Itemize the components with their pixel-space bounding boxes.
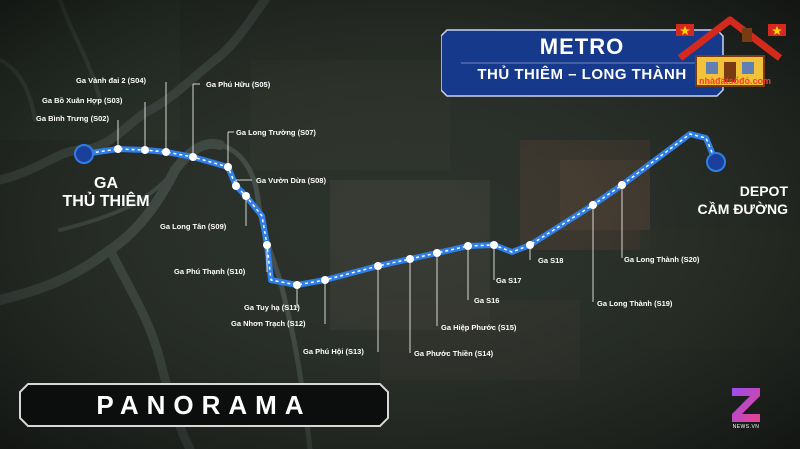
station-marker-s03[interactable] — [141, 146, 149, 154]
station-marker-s19[interactable] — [589, 201, 597, 209]
station-marker-s12[interactable] — [321, 276, 329, 284]
station-marker-s08[interactable] — [232, 182, 240, 190]
station-marker-s18[interactable] — [526, 241, 534, 249]
terminal-thu-thiem-line1: GA — [94, 175, 118, 192]
station-label-s13: Ga Phú Hội (S13) — [303, 347, 364, 356]
title-banner: METRO THỦ THIÊM – LONG THÀNH — [441, 28, 741, 98]
station-label-s04: Ga Vành đai 2 (S04) — [76, 76, 147, 85]
station-marker-s02[interactable] — [114, 145, 122, 153]
station-label-s20: Ga Long Thành (S20) — [624, 255, 700, 264]
title-metro: METRO — [539, 34, 625, 59]
station-label-s05: Ga Phú Hữu (S05) — [206, 80, 271, 89]
station-label-s03: Ga Bồ Xuân Hợp (S03) — [42, 96, 123, 105]
terminal-depot-label: DEPOT CẦM ĐƯỜNG — [650, 182, 788, 218]
station-label-s12: Ga Nhơn Trạch (S12) — [231, 319, 306, 328]
station-label-s19: Ga Long Thành (S19) — [597, 299, 673, 308]
panorama-badge: PANORAMA — [18, 382, 390, 428]
terminal-thu-thiem-line2: THỦ THIÊM — [62, 193, 150, 210]
znews-logo — [732, 388, 760, 422]
station-label-s02: Ga Bình Trưng (S02) — [36, 114, 109, 123]
terminal-depot-marker[interactable] — [706, 152, 726, 172]
station-marker-s09[interactable] — [242, 192, 250, 200]
station-marker-s20[interactable] — [618, 181, 626, 189]
station-marker-s11[interactable] — [293, 281, 301, 289]
station-marker-s16[interactable] — [464, 242, 472, 250]
station-marker-s10[interactable] — [263, 241, 271, 249]
station-marker-s07[interactable] — [224, 163, 232, 171]
station-marker-s05[interactable] — [189, 153, 197, 161]
station-label-s14: Ga Phước Thiền (S14) — [414, 349, 494, 358]
station-label-s11: Ga Tuy hạ (S11) — [244, 303, 300, 312]
station-marker-s15[interactable] — [433, 249, 441, 257]
house-watermark-logo — [676, 16, 786, 87]
panorama-badge-frame — [19, 383, 389, 427]
station-label-s10: Ga Phú Thạnh (S10) — [174, 267, 246, 276]
znews-wordmark: NEWS.VN — [732, 424, 760, 430]
station-marker-s13[interactable] — [374, 262, 382, 270]
terminal-thu-thiem-label: GA THỦ THIÊM — [36, 175, 176, 211]
station-label-s18: Ga S18 — [538, 256, 563, 265]
station-label-s16: Ga S16 — [474, 296, 499, 305]
station-marker-s17[interactable] — [490, 241, 498, 249]
panorama-wordmark: PANORAMA — [96, 390, 312, 420]
station-label-s15: Ga Hiệp Phước (S15) — [441, 323, 517, 332]
station-label-s07: Ga Long Trường (S07) — [236, 128, 316, 137]
station-marker-s04[interactable] — [162, 148, 170, 156]
station-label-s17: Ga S17 — [496, 276, 521, 285]
terminal-depot-line2: CẦM ĐƯỜNG — [697, 201, 788, 217]
station-marker-s14[interactable] — [406, 255, 414, 263]
terminal-depot-line1: DEPOT — [739, 183, 788, 199]
station-markers: Ga Bình Trưng (S02) Ga Bồ Xuân Hợp (S03)… — [36, 76, 700, 358]
station-label-s09: Ga Long Tân (S09) — [160, 222, 227, 231]
watermark-site-text: nhàđấtsổđỏ.com — [698, 76, 771, 86]
station-label-s08: Ga Vườn Dừa (S08) — [256, 176, 326, 185]
terminal-thu-thiem-marker[interactable] — [74, 144, 94, 164]
title-route: THỦ THIÊM – LONG THÀNH — [477, 66, 687, 83]
